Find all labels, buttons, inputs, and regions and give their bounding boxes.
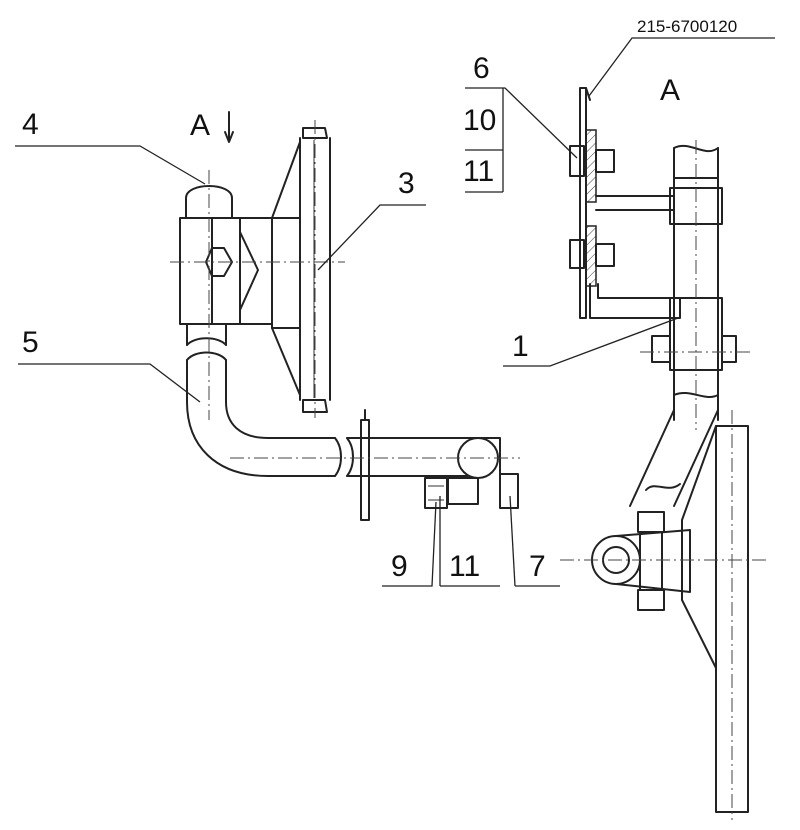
callout-3: 3 (398, 167, 415, 200)
bent-pipe (186, 323, 519, 521)
callout-9: 9 (391, 550, 408, 583)
left-view (170, 111, 520, 521)
callout-4: 4 (22, 108, 39, 141)
clamp-bracket (179, 217, 273, 325)
callout-10: 10 (463, 104, 496, 137)
callout-11-upper: 11 (463, 155, 494, 188)
callout-6: 6 (473, 52, 490, 85)
callout-11-lower: 11 (449, 550, 480, 583)
right-view (560, 87, 770, 820)
callout-7: 7 (529, 550, 546, 583)
cap-nut (185, 185, 233, 219)
callout-1: 1 (512, 330, 529, 363)
callout-5: 5 (22, 326, 39, 359)
mirror-head (271, 127, 331, 413)
view-title: A (660, 74, 680, 107)
leader-lines (15, 37, 775, 587)
view-marker: A (190, 109, 210, 142)
document-code: 215-6700120 (637, 17, 737, 36)
